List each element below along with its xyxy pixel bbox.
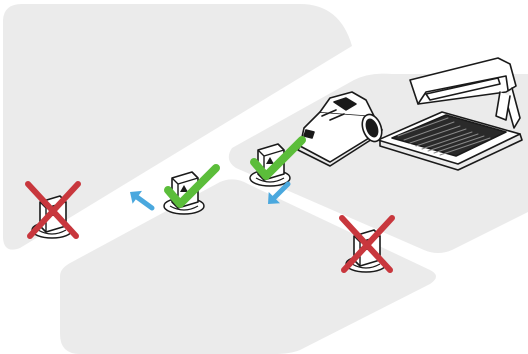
check-mark-icon bbox=[164, 164, 220, 208]
charging-station-icon bbox=[377, 57, 523, 171]
check-mark-icon bbox=[250, 136, 306, 180]
arrow-down-left-icon bbox=[268, 181, 291, 204]
arrow-up-left-icon bbox=[130, 190, 155, 211]
cross-mark-icon bbox=[339, 215, 395, 273]
lawn-zone-left bbox=[3, 4, 352, 250]
cross-mark-icon bbox=[25, 181, 81, 239]
lawn-zone-lower bbox=[60, 179, 436, 354]
